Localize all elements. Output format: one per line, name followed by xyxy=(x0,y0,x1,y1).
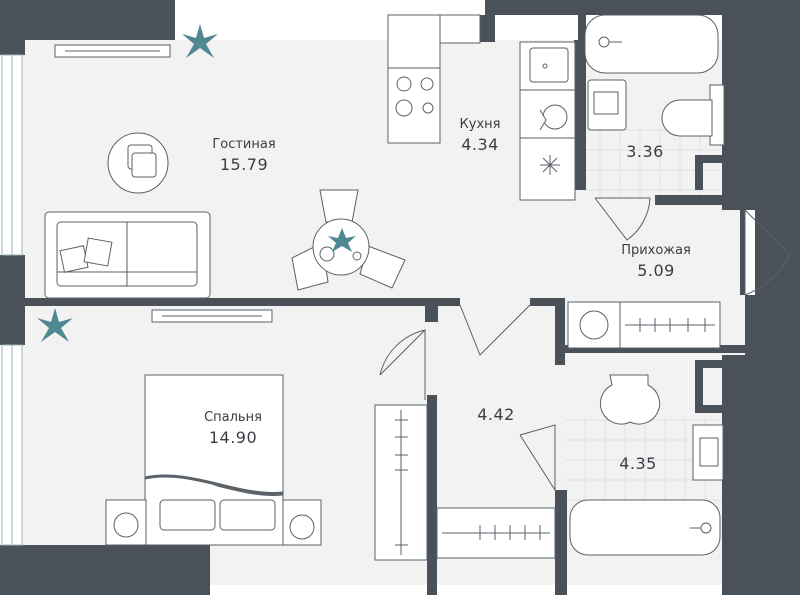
room-area-hallway: 5.09 xyxy=(637,261,675,280)
hallway-wardrobe xyxy=(567,301,721,349)
room-label-living: Гостиная 15.79 xyxy=(198,138,290,173)
room-area-bedroom: 14.90 xyxy=(208,428,258,447)
living-furniture xyxy=(44,132,406,299)
wall-living-bedroom xyxy=(25,298,460,306)
plant-icons xyxy=(37,24,218,342)
room-area-corridor: 4.42 xyxy=(477,405,515,424)
room-label-bedroom: Спальня 14.90 xyxy=(190,411,276,446)
room-label-corridor: 4.42 xyxy=(466,407,526,423)
room-label-bath1: 3.36 xyxy=(615,144,675,160)
room-name-bedroom: Спальня xyxy=(204,410,262,425)
bedroom-furniture xyxy=(105,374,556,561)
doors xyxy=(379,197,791,492)
bath1-fixtures xyxy=(584,14,725,146)
room-label-hallway: Прихожая 5.09 xyxy=(610,244,702,279)
room-name-living: Гостиная xyxy=(212,137,276,152)
bath2-fixtures xyxy=(569,374,724,556)
radiators xyxy=(54,44,273,323)
room-label-bath2: 4.35 xyxy=(608,456,668,472)
room-area-living: 15.79 xyxy=(219,155,269,174)
windows xyxy=(1,54,23,546)
room-area-bath2: 4.35 xyxy=(619,454,657,473)
room-name-hallway: Прихожая xyxy=(621,243,691,258)
room-area-bath1: 3.36 xyxy=(626,142,664,161)
kitchen-unit xyxy=(387,14,576,201)
room-area-kitchen: 4.34 xyxy=(461,135,499,154)
room-label-kitchen: Кухня 4.34 xyxy=(448,118,512,153)
room-name-kitchen: Кухня xyxy=(459,117,501,132)
